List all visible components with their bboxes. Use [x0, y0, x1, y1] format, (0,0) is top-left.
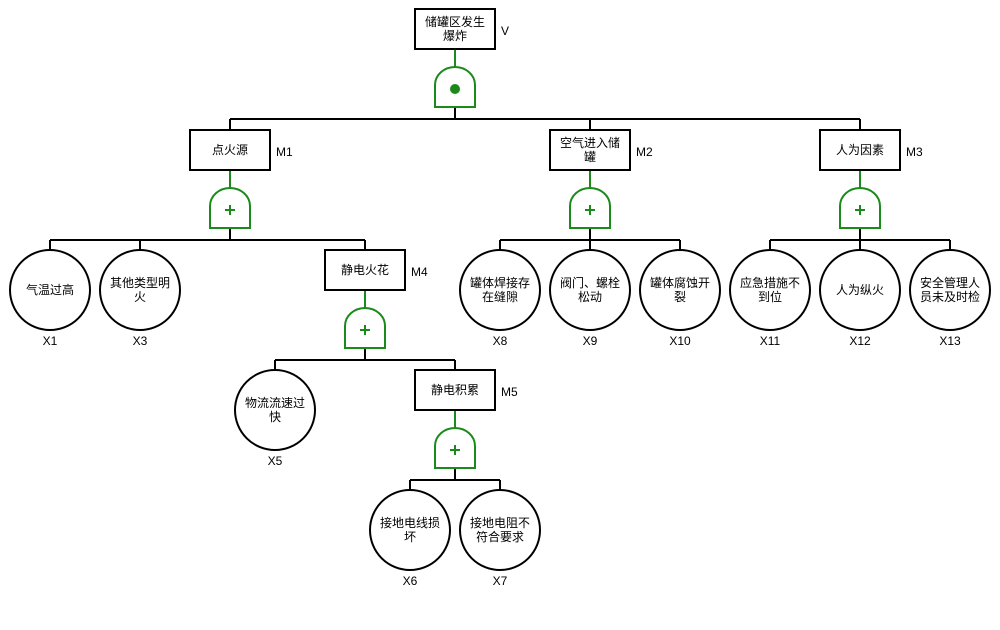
node-label-line: 安全管理人 — [920, 275, 980, 290]
node-label-line: 松动 — [578, 290, 602, 304]
node-label-line: 物流流速过 — [245, 396, 305, 410]
node-label-line: 在缝隙 — [482, 289, 518, 304]
node-label-line: 静电积累 — [431, 383, 479, 397]
node-label-line: 罐体腐蚀开 — [650, 275, 710, 290]
basic-event-tag: X5 — [268, 454, 283, 468]
event-tag: M4 — [411, 265, 428, 279]
event-tag: M1 — [276, 145, 293, 159]
or-gate-icon — [569, 187, 611, 229]
or-gate-icon — [839, 187, 881, 229]
event-box-m4[interactable]: 静电火花 M4 — [324, 249, 428, 291]
node-label-line: 到位 — [758, 289, 782, 304]
node-label-line: 快 — [269, 410, 281, 424]
node-label-line: 其他类型明 — [110, 276, 170, 290]
node-label-line: 阀门、螺栓 — [560, 275, 620, 290]
event-box-m3[interactable]: 人为因素 M3 — [819, 129, 923, 171]
node-label-line: 空气进入储 — [560, 135, 620, 150]
node-label-line: 罐体焊接存 — [470, 275, 530, 290]
basic-event-tag: X1 — [43, 334, 58, 348]
node-label-line: 接地电阻不 — [470, 515, 530, 530]
node-label-line: 爆炸 — [443, 29, 467, 43]
node-label-line: 罐 — [584, 150, 596, 164]
node-label-line: 接地电线损 — [380, 515, 440, 530]
node-label-line: 人为纵火 — [836, 283, 884, 297]
and-dot-icon — [450, 84, 460, 94]
basic-event-tag: X11 — [760, 334, 781, 348]
node-label-line: 静电火花 — [341, 262, 389, 277]
node-label-line: 符合要求 — [476, 529, 524, 544]
or-gate-icon — [209, 187, 251, 229]
basic-event-tag: X3 — [133, 334, 148, 348]
node-label-line: 气温过高 — [26, 282, 74, 297]
event-tag: M5 — [501, 385, 518, 399]
event-tag: M3 — [906, 145, 923, 159]
node-label-line: 坏 — [404, 530, 416, 544]
basic-event-tag: X7 — [493, 574, 508, 588]
event-box-m5[interactable]: 静电积累 M5 — [414, 369, 518, 411]
event-box-m1[interactable]: 点火源 M1 — [189, 129, 293, 171]
event-tag: M2 — [636, 145, 653, 159]
node-label-line: 火 — [134, 290, 146, 304]
basic-event-x12[interactable]: 人为纵火 X12 — [819, 249, 901, 348]
basic-event-tag: X9 — [583, 334, 598, 348]
and-gate-icon — [434, 66, 476, 108]
basic-event-tag: X12 — [849, 334, 871, 348]
basic-event-tag: X8 — [493, 334, 508, 348]
or-gate-icon — [344, 307, 386, 349]
or-gate-icon — [434, 427, 476, 469]
basic-event-tag: X13 — [939, 334, 961, 348]
connector-lines — [49, 49, 951, 490]
node-label-line: 点火源 — [212, 143, 248, 157]
node-label-line: 储罐区发生 — [425, 14, 485, 29]
basic-event-tag: X10 — [669, 334, 691, 348]
basic-event-tag: X6 — [403, 574, 418, 588]
node-label-line: 应急措施不 — [740, 275, 800, 290]
node-label-line: 裂 — [674, 290, 686, 304]
basic-event-x1[interactable]: 气温过高 X1 — [9, 249, 91, 348]
node-label-line: 员未及时检 — [920, 289, 980, 304]
node-label-line: 人为因素 — [836, 143, 884, 157]
event-tag: V — [501, 24, 509, 38]
